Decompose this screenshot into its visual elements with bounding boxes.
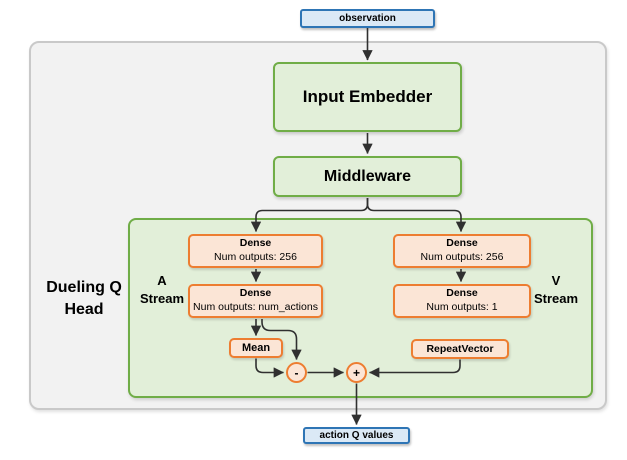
action-q-values-label: action Q values [319, 430, 394, 441]
a-stream-dense2-node: Dense Num outputs: num_actions [188, 284, 323, 318]
v-stream-label: V Stream [525, 272, 587, 307]
action-q-values-node: action Q values [303, 427, 410, 444]
v-dense1-title: Dense [446, 237, 478, 250]
subtract-operator-node: - [286, 362, 307, 383]
a-stream-label-line1: A [157, 273, 167, 288]
mean-label: Mean [241, 342, 271, 354]
v-dense2-title: Dense [446, 287, 478, 300]
repeat-vector-node: RepeatVector [411, 339, 509, 359]
v-dense2-subtitle: Num outputs: 1 [426, 301, 498, 313]
v-stream-label-line1: V [551, 273, 561, 288]
repeat-vector-label: RepeatVector [426, 343, 494, 355]
v-stream-dense1-node: Dense Num outputs: 256 [393, 234, 531, 268]
dueling-head-label-line1: Dueling Q [46, 279, 122, 296]
v-stream-dense2-node: Dense Num outputs: 1 [393, 284, 531, 318]
dueling-head-label-line2: Head [64, 300, 104, 318]
subtract-operator-label: - [294, 365, 299, 380]
middleware-label: Middleware [323, 167, 412, 185]
a-dense2-title: Dense [239, 287, 272, 300]
input-embedder-label: Input Embedder [302, 87, 433, 106]
mean-node: Mean [229, 338, 283, 358]
input-embedder-node: Input Embedder [273, 62, 462, 132]
a-dense1-title: Dense [239, 237, 272, 250]
add-operator-node: + [346, 362, 367, 383]
middleware-node: Middleware [273, 156, 462, 197]
a-stream-dense1-node: Dense Num outputs: 256 [188, 234, 323, 268]
a-dense2-subtitle: Num outputs: num_actions [193, 301, 318, 313]
add-operator-label: + [352, 365, 360, 380]
v-stream-label-line2: Stream [533, 290, 579, 306]
a-stream-label: A Stream [133, 272, 191, 307]
observation-node: observation [300, 9, 435, 28]
a-dense1-subtitle: Num outputs: 256 [214, 251, 297, 263]
a-stream-label-line2: Stream [139, 290, 185, 306]
dueling-head-label: Dueling Q Head [28, 277, 140, 320]
v-dense1-subtitle: Num outputs: 256 [420, 251, 504, 263]
observation-label: observation [339, 13, 396, 24]
